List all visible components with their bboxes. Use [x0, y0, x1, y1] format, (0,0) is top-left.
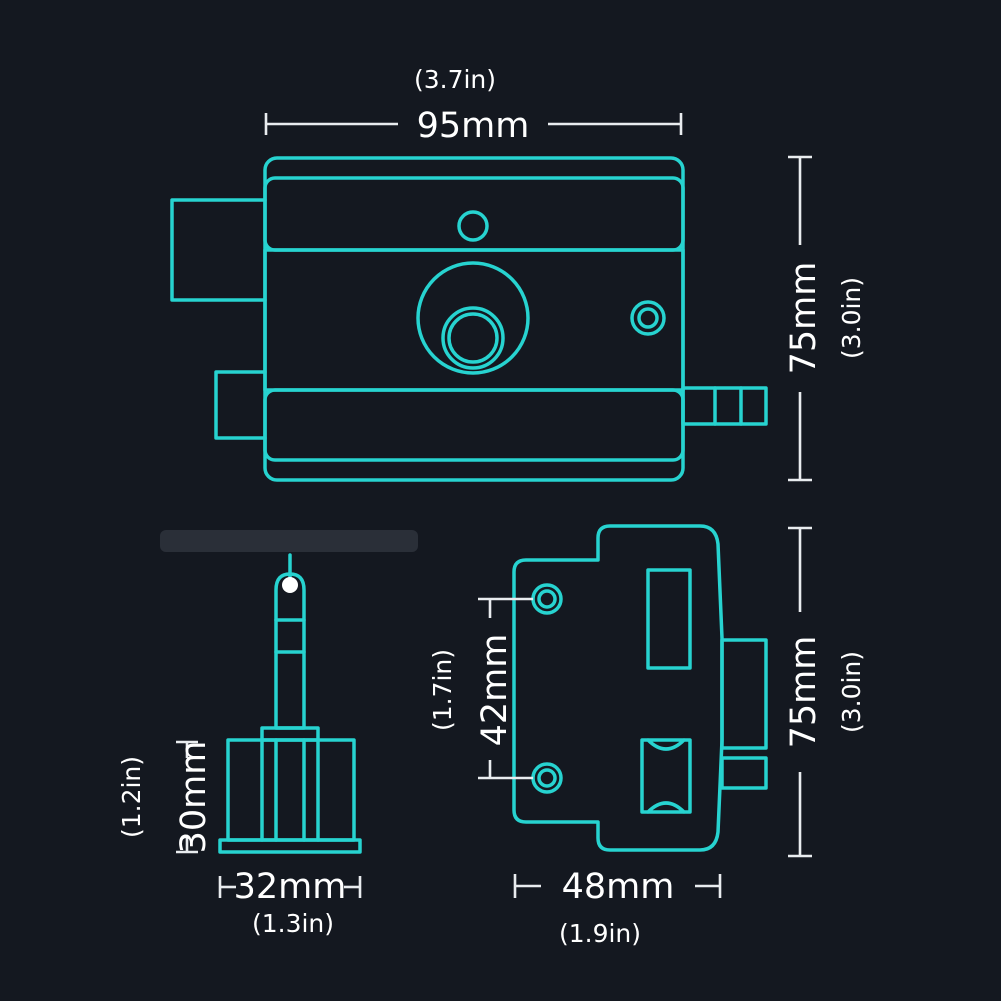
side-height-label: 75mm	[784, 636, 824, 749]
key-width-label: 32mm	[234, 867, 347, 907]
left-bolt-top	[170, 198, 267, 302]
small-keyhole-top	[457, 210, 489, 242]
side-mount-hole-top-inner	[537, 589, 557, 609]
lock-side-view	[512, 524, 768, 852]
screw-hole-right	[630, 300, 666, 336]
key-width-imperial: (1.3in)	[252, 909, 334, 938]
dim-label-mask	[174, 758, 206, 838]
side-slot-upper	[646, 568, 692, 670]
screw-hole-right-inner	[637, 307, 659, 329]
lock-body-outline	[263, 156, 685, 482]
side-mount-hole-top	[531, 583, 563, 615]
right-latch-bolt	[681, 386, 768, 426]
key-shaft	[274, 572, 306, 730]
side-hole-pitch-dimension: 42mm (1.7in)	[428, 597, 533, 780]
top-width-dimension: 95mm (3.7in)	[264, 65, 683, 146]
key-height-imperial: (1.2in)	[117, 756, 146, 838]
cylinder-core	[441, 306, 505, 370]
key-collar	[260, 726, 320, 742]
side-mount-hole-bottom	[531, 762, 563, 794]
side-latch-roller	[640, 738, 692, 814]
cylinder-core-inner	[447, 312, 499, 364]
key-tip-dot	[282, 577, 298, 593]
side-height-dimension: 75mm (3.0in)	[784, 526, 866, 858]
side-bolt-upper	[720, 638, 768, 750]
top-height-imperial: (3.0in)	[837, 277, 866, 359]
side-width-label: 48mm	[562, 867, 675, 907]
side-mount-hole-bottom-inner	[537, 768, 557, 788]
side-bolt-lower	[720, 756, 768, 790]
key-width-dimension: 32mm (1.3in)	[218, 867, 362, 938]
left-bolt-bottom	[214, 370, 267, 440]
top-width-label: 95mm	[417, 106, 530, 146]
cylinder-outer-ring	[416, 261, 530, 375]
key-height-label: 30mm	[174, 741, 214, 854]
cylinder-flange	[218, 838, 362, 854]
side-width-dimension: 48mm (1.9in)	[513, 867, 722, 948]
top-width-imperial: (3.7in)	[414, 65, 496, 94]
side-hole-pitch-label: 42mm	[475, 634, 515, 747]
lock-front-view	[170, 156, 768, 482]
top-height-dimension: 75mm (3.0in)	[784, 155, 866, 482]
key-cylinder-view	[218, 553, 362, 854]
top-height-label: 75mm	[784, 262, 824, 375]
lock-lower-plate	[263, 388, 685, 462]
key-height-dimension: 30mm (1.2in)	[117, 741, 214, 854]
blurred-watermark	[160, 530, 418, 552]
side-width-imperial: (1.9in)	[559, 919, 641, 948]
side-height-imperial: (3.0in)	[837, 651, 866, 733]
cylinder-base	[226, 738, 356, 842]
side-hole-pitch-imperial: (1.7in)	[428, 649, 457, 731]
